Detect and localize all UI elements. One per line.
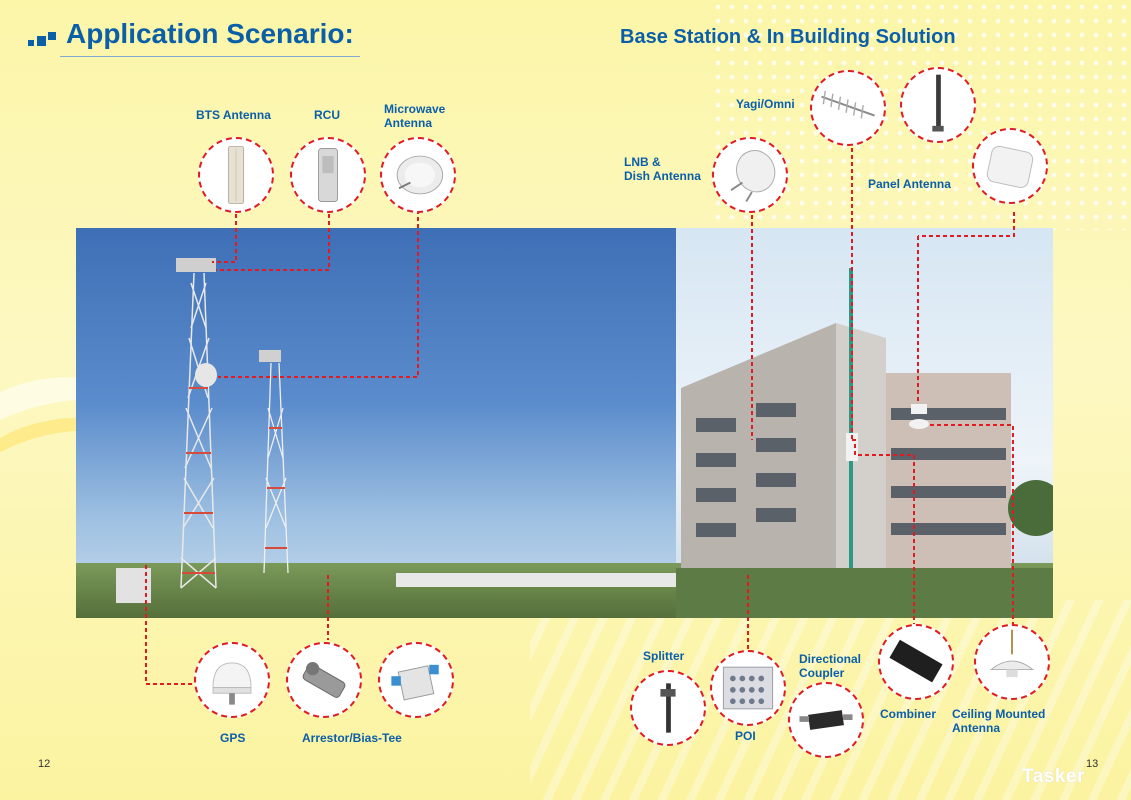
watermark-logo: Tasker xyxy=(1022,766,1085,787)
rcu-circle xyxy=(290,137,366,213)
title-bullet-icon xyxy=(28,32,56,46)
combiner-icon xyxy=(889,639,943,683)
panel-antenna-circle xyxy=(972,128,1048,204)
microwave-antenna-circle xyxy=(380,137,456,213)
label-ceiling-line1: Ceiling Mounted xyxy=(952,707,1046,721)
bts-antenna-icon xyxy=(227,146,245,204)
label-gps: GPS xyxy=(220,731,246,745)
scenario-photo xyxy=(76,228,1053,618)
arrestor-icon xyxy=(302,662,346,698)
bias-tee-icon xyxy=(391,664,439,701)
page-subtitle: Base Station & In Building Solution xyxy=(620,26,956,48)
label-poi: POI xyxy=(735,729,756,743)
splitter-icon xyxy=(660,683,676,733)
lnb-dish-circle xyxy=(712,137,788,213)
page-number-left: 12 xyxy=(38,758,51,770)
label-bts-antenna: BTS Antenna xyxy=(196,108,271,122)
poi-circle xyxy=(710,650,786,726)
panel-antenna-icon xyxy=(986,145,1034,188)
microwave-antenna-icon xyxy=(396,155,444,195)
omni-antenna-icon xyxy=(932,74,944,132)
label-yagi-omni: Yagi/Omni xyxy=(736,97,795,111)
directional-coupler-icon xyxy=(799,710,853,730)
arrestor-circle xyxy=(286,642,362,718)
label-splitter: Splitter xyxy=(643,649,685,663)
page-title: Application Scenario: xyxy=(66,18,354,49)
dish-antenna-icon xyxy=(730,150,776,203)
bias-tee-circle xyxy=(378,642,454,718)
gps-circle xyxy=(194,642,270,718)
combiner-circle xyxy=(878,624,954,700)
label-coupler-line1: Directional xyxy=(799,652,862,666)
label-arrestor: Arrestor/Bias-Tee xyxy=(302,731,402,745)
directional-coupler-circle xyxy=(788,682,864,758)
ceiling-antenna-circle xyxy=(974,624,1050,700)
label-microwave-antenna: Microwave Antenna xyxy=(384,102,446,130)
label-rcu: RCU xyxy=(314,108,340,122)
rcu-icon xyxy=(318,148,338,202)
label-combiner: Combiner xyxy=(880,707,937,721)
yagi-antenna-icon xyxy=(821,90,875,119)
poi-icon xyxy=(722,666,774,710)
splitter-circle xyxy=(630,670,706,746)
title-underline xyxy=(60,56,360,57)
label-lnb-line2: Dish Antenna xyxy=(624,169,701,183)
omni-circle xyxy=(900,67,976,143)
yagi-circle xyxy=(810,70,886,146)
label-ceiling-line2: Antenna xyxy=(952,721,1000,735)
label-lnb-line1: LNB & xyxy=(624,155,661,169)
page-number-right: 13 xyxy=(1086,758,1099,770)
bts-antenna-circle xyxy=(198,137,274,213)
ceiling-antenna-icon xyxy=(989,629,1035,678)
label-panel-antenna: Panel Antenna xyxy=(868,177,951,191)
label-coupler-line2: Coupler xyxy=(799,666,845,680)
gps-antenna-icon xyxy=(212,662,252,705)
scene-drawing xyxy=(116,258,1053,618)
